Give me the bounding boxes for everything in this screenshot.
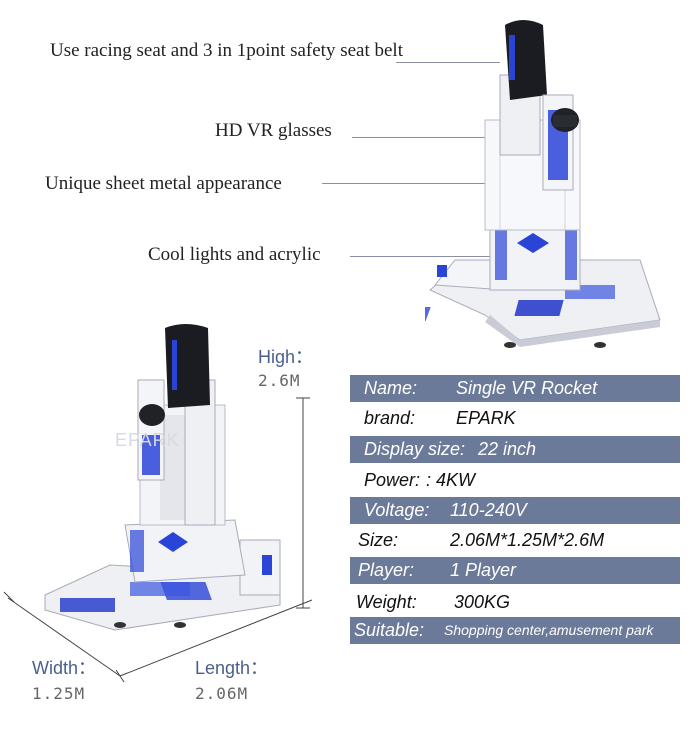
- callout-vr-glasses: HD VR glasses: [215, 120, 332, 141]
- callout-leader-line: [322, 183, 500, 184]
- vr-rocket-machine-image-front: [44, 324, 281, 631]
- spec-value: 2.06M*1.25M*2.6M: [450, 530, 605, 550]
- spec-label: Player:: [358, 560, 415, 580]
- vr-rocket-machine-image-top: [425, 20, 661, 348]
- spec-value: 22 inch: [478, 439, 537, 459]
- length-label: Length：: [195, 658, 269, 678]
- dimension-lines: [3, 397, 313, 683]
- spec-value: : 4KW: [426, 470, 476, 490]
- length-value: 2.06M: [195, 684, 249, 703]
- callout-sheet-metal: Unique sheet metal appearance: [45, 173, 282, 194]
- spec-row-name: Name: Single VR Rocket: [350, 375, 680, 402]
- spec-label: Power:: [364, 470, 421, 490]
- spec-label: Display size:: [364, 439, 466, 459]
- spec-label: Weight:: [356, 592, 417, 612]
- spec-row-power: Power: : 4KW: [350, 467, 680, 494]
- callout-leader-line: [350, 256, 500, 257]
- width-value: 1.25M: [32, 684, 86, 703]
- callout-lights-acrylic: Cool lights and acrylic: [148, 244, 321, 265]
- spec-row-suitable: Suitable: Shopping center,amusement park: [350, 617, 680, 644]
- spec-label: Size:: [358, 530, 399, 550]
- epark-watermark: EPARK: [115, 430, 180, 450]
- spec-row-weight: Weight: 300KG: [350, 589, 680, 616]
- spec-label: Voltage:: [364, 500, 430, 520]
- callout-racing-seat: Use racing seat and 3 in 1point safety s…: [50, 40, 403, 61]
- spec-row-brand: brand: EPARK: [350, 405, 680, 432]
- height-label: High：: [258, 347, 314, 367]
- spec-label: Suitable:: [354, 620, 425, 640]
- callout-leader-line: [352, 137, 500, 138]
- spec-row-display-size: Display size: 22 inch: [350, 436, 680, 463]
- spec-value: Shopping center,amusement park: [444, 622, 654, 638]
- width-label: Width：: [32, 658, 97, 678]
- spec-value: 110-240V: [450, 500, 527, 520]
- spec-row-player: Player: 1 Player: [350, 557, 680, 584]
- callout-leader-line: [396, 62, 500, 63]
- spec-value: EPARK: [456, 408, 516, 428]
- spec-row-voltage: Voltage: 110-240V: [350, 497, 680, 524]
- spec-value: Single VR Rocket: [456, 378, 598, 398]
- spec-value: 300KG: [454, 592, 511, 612]
- height-value: 2.6M: [258, 371, 301, 390]
- spec-value: 1 Player: [450, 560, 517, 580]
- spec-label: brand:: [364, 408, 416, 428]
- spec-label: Name:: [364, 378, 418, 398]
- spec-row-size: Size: 2.06M*1.25M*2.6M: [350, 527, 680, 554]
